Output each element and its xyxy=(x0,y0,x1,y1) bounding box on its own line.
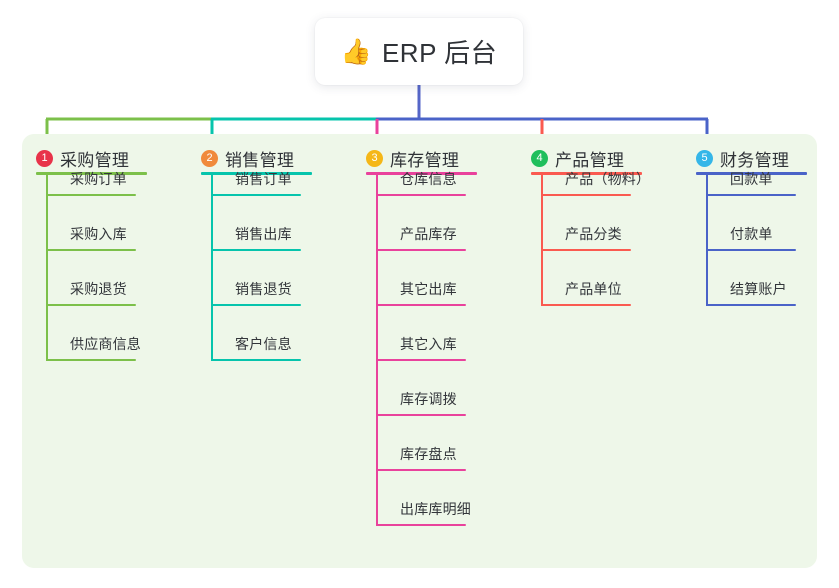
branch-item[interactable]: 采购退货 xyxy=(46,272,166,306)
branch-item-underline xyxy=(46,359,136,361)
branch-column-2: 2 销售管理销售订单销售出库销售退货客户信息 xyxy=(201,134,352,568)
branch-title-1: 采购管理 xyxy=(60,151,130,170)
branch-item-label: 销售退货 xyxy=(235,281,292,297)
branch-header-2[interactable]: 2 销售管理 xyxy=(201,146,294,171)
branch-column-4: 4 产品管理产品（物料） 产品分类产品单位 xyxy=(531,134,682,568)
branch-item[interactable]: 产品分类 xyxy=(541,217,661,251)
branch-item[interactable]: 销售出库 xyxy=(211,217,331,251)
branch-item[interactable]: 库存盘点 xyxy=(376,437,496,471)
branch-item-label: 库存调拨 xyxy=(400,391,457,407)
branches-panel xyxy=(22,134,817,568)
branch-item-underline xyxy=(376,524,466,526)
branch-item[interactable]: 销售退货 xyxy=(211,272,331,306)
branch-item[interactable]: 结算账户 xyxy=(706,272,826,306)
branch-item-label: 结算账户 xyxy=(730,281,787,297)
branch-item-label: 产品（物料） xyxy=(565,171,651,187)
branch-underline-5 xyxy=(696,172,807,175)
branch-underline-3 xyxy=(366,172,477,175)
branch-item[interactable]: 客户信息 xyxy=(211,327,331,361)
branch-item-label: 产品分类 xyxy=(565,226,622,242)
branch-header-3[interactable]: 3 库存管理 xyxy=(366,146,459,171)
branch-badge-2: 2 xyxy=(201,150,218,167)
branch-item-underline xyxy=(211,304,301,306)
branch-item-label: 出库库明细 xyxy=(400,501,471,517)
branch-item[interactable]: 仓库信息 xyxy=(376,162,496,196)
branch-badge-1: 1 xyxy=(36,150,53,167)
branch-item-label: 销售订单 xyxy=(235,171,292,187)
branch-badge-4: 4 xyxy=(531,150,548,167)
branch-item[interactable]: 付款单 xyxy=(706,217,826,251)
branch-item[interactable]: 产品（物料） xyxy=(541,162,661,196)
branch-item[interactable]: 产品单位 xyxy=(541,272,661,306)
branch-item-label: 其它入库 xyxy=(400,336,457,352)
branch-item[interactable]: 采购订单 xyxy=(46,162,166,196)
branch-item-label: 供应商信息 xyxy=(70,336,141,352)
branch-item-underline xyxy=(706,304,796,306)
branch-item-underline xyxy=(211,359,301,361)
branch-item-underline xyxy=(46,304,136,306)
branch-spine-1 xyxy=(46,175,48,361)
branch-item-underline xyxy=(46,249,136,251)
branch-item[interactable]: 其它出库 xyxy=(376,272,496,306)
branch-item-underline xyxy=(541,249,631,251)
branch-item-underline xyxy=(376,469,466,471)
branch-header-4[interactable]: 4 产品管理 xyxy=(531,146,624,171)
branch-item-label: 仓库信息 xyxy=(400,171,457,187)
branch-item-label: 产品库存 xyxy=(400,226,457,242)
branch-item-underline xyxy=(376,414,466,416)
branch-underline-4 xyxy=(531,172,642,175)
branch-item-underline xyxy=(46,194,136,196)
branch-item[interactable]: 回款单 xyxy=(706,162,826,196)
branch-item-label: 库存盘点 xyxy=(400,446,457,462)
branch-item[interactable]: 供应商信息 xyxy=(46,327,166,361)
branch-item-underline xyxy=(376,359,466,361)
branch-item-underline xyxy=(376,249,466,251)
branch-item-underline xyxy=(211,194,301,196)
branch-underline-1 xyxy=(36,172,147,175)
branch-item-underline xyxy=(541,194,631,196)
root-title: ERP 后台 xyxy=(381,38,498,68)
branch-item-underline xyxy=(706,194,796,196)
branch-item-label: 采购退货 xyxy=(70,281,127,297)
branch-item-underline xyxy=(211,249,301,251)
branch-item-label: 其它出库 xyxy=(400,281,457,297)
branch-column-5: 5 财务管理回款单付款单结算账户 xyxy=(696,134,839,568)
branch-title-4: 产品管理 xyxy=(555,151,625,170)
branch-header-1[interactable]: 1 采购管理 xyxy=(36,146,129,171)
branch-item-label: 产品单位 xyxy=(565,281,622,297)
branch-item-underline xyxy=(541,304,631,306)
branch-title-2: 销售管理 xyxy=(225,151,295,170)
branch-item-label: 采购入库 xyxy=(70,226,127,242)
branch-item-label: 销售出库 xyxy=(235,226,292,242)
branch-item-label: 付款单 xyxy=(730,226,773,242)
branch-column-3: 3 库存管理仓库信息产品库存其它出库其它入库库存调拨库存盘点出库库明细 xyxy=(366,134,517,568)
branch-column-1: 1 采购管理采购订单采购入库采购退货供应商信息 xyxy=(36,134,187,568)
branch-item[interactable]: 库存调拨 xyxy=(376,382,496,416)
branch-item-label: 客户信息 xyxy=(235,336,292,352)
branch-item-underline xyxy=(376,304,466,306)
thumbs-up-icon: 👍 xyxy=(340,37,372,66)
branch-title-5: 财务管理 xyxy=(720,151,790,170)
branch-item[interactable]: 产品库存 xyxy=(376,217,496,251)
branch-item[interactable]: 采购入库 xyxy=(46,217,166,251)
branch-badge-5: 5 xyxy=(696,150,713,167)
root-node[interactable]: 👍 ERP 后台 xyxy=(315,18,523,85)
branch-spine-3 xyxy=(376,175,378,526)
branch-spine-4 xyxy=(541,175,543,306)
branch-spine-5 xyxy=(706,175,708,306)
branch-spine-2 xyxy=(211,175,213,361)
branch-item-label: 回款单 xyxy=(730,171,773,187)
branch-title-3: 库存管理 xyxy=(390,151,460,170)
branch-item[interactable]: 出库库明细 xyxy=(376,492,496,526)
branch-item-underline xyxy=(706,249,796,251)
branch-item[interactable]: 其它入库 xyxy=(376,327,496,361)
branch-item[interactable]: 销售订单 xyxy=(211,162,331,196)
branch-underline-2 xyxy=(201,172,312,175)
branch-item-underline xyxy=(376,194,466,196)
branch-header-5[interactable]: 5 财务管理 xyxy=(696,146,789,171)
branch-badge-3: 3 xyxy=(366,150,383,167)
branch-item-label: 采购订单 xyxy=(70,171,127,187)
